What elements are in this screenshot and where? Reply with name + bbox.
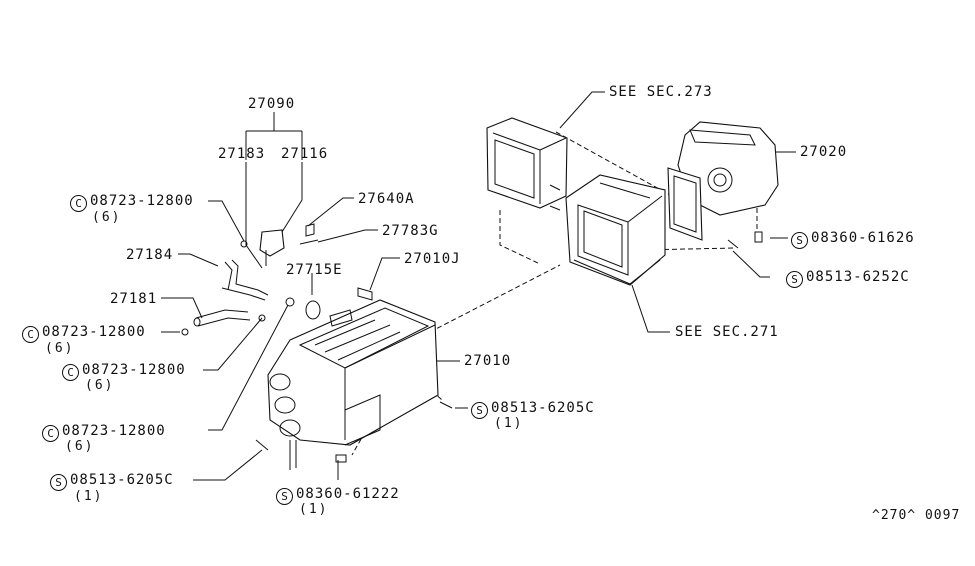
fastener-part-number: 08360-61222 <box>296 486 400 502</box>
fastener-qty: (1) <box>494 416 524 431</box>
screw-symbol-icon: S <box>50 474 67 491</box>
fastener-part-number: 08723-12800 <box>62 423 166 439</box>
screw-symbol-icon: S <box>791 232 808 249</box>
clamp-symbol-icon: C <box>42 425 59 442</box>
fastener-qty: (1) <box>299 502 329 517</box>
unit-case-271 <box>565 174 666 286</box>
small-fittings <box>181 184 763 463</box>
clamp-symbol-icon: C <box>62 364 79 381</box>
fastener-part-number: 08513-6205C <box>70 472 174 488</box>
label-see-sec-273: SEE SEC.273 <box>609 84 713 100</box>
fastener-part-number: 08723-12800 <box>90 193 194 209</box>
duct-273 <box>486 117 568 209</box>
label-27783G: 27783G <box>382 223 439 239</box>
label-27184: 27184 <box>126 247 174 263</box>
fastener-part-number: 08723-12800 <box>42 324 146 340</box>
label-27715E: 27715E <box>286 262 343 278</box>
clamp-symbol-icon: C <box>22 326 39 343</box>
blower-unit-27020 <box>667 121 779 241</box>
figure-code: ^270^ 0097 <box>872 508 961 523</box>
fastener-qty: (6) <box>45 341 75 356</box>
label-27640A: 27640A <box>358 191 415 207</box>
fastener-part-number: 08360-61626 <box>811 230 915 246</box>
label-27181: 27181 <box>110 291 158 307</box>
fastener-qty: (1) <box>74 489 104 504</box>
screw-symbol-icon: S <box>276 488 293 505</box>
label-27010: 27010 <box>464 353 512 369</box>
fastener-qty: (6) <box>65 439 95 454</box>
hose-27181 <box>193 309 251 327</box>
screw-symbol-icon: S <box>471 402 488 419</box>
label-27090: 27090 <box>248 96 296 112</box>
water-valve-27116 <box>259 229 285 266</box>
fastener-qty: (6) <box>85 378 115 393</box>
hose-27184 <box>221 259 269 301</box>
heater-unit-27010 <box>267 299 439 470</box>
leader-lines <box>161 91 796 481</box>
clamp-symbol-icon: C <box>70 195 87 212</box>
fastener-part-number: 08513-6252C <box>806 269 910 285</box>
screw-symbol-icon: S <box>786 271 803 288</box>
fastener-part-number: 08723-12800 <box>82 362 186 378</box>
fastener-qty: (6) <box>92 210 122 225</box>
fastener-part-number: 08513-6205C <box>491 400 595 416</box>
label-27183: 27183 <box>218 146 266 162</box>
label-27020: 27020 <box>800 144 848 160</box>
label-see-sec-271: SEE SEC.271 <box>675 324 779 340</box>
label-27010J: 27010J <box>404 251 461 267</box>
label-27116: 27116 <box>281 146 329 162</box>
